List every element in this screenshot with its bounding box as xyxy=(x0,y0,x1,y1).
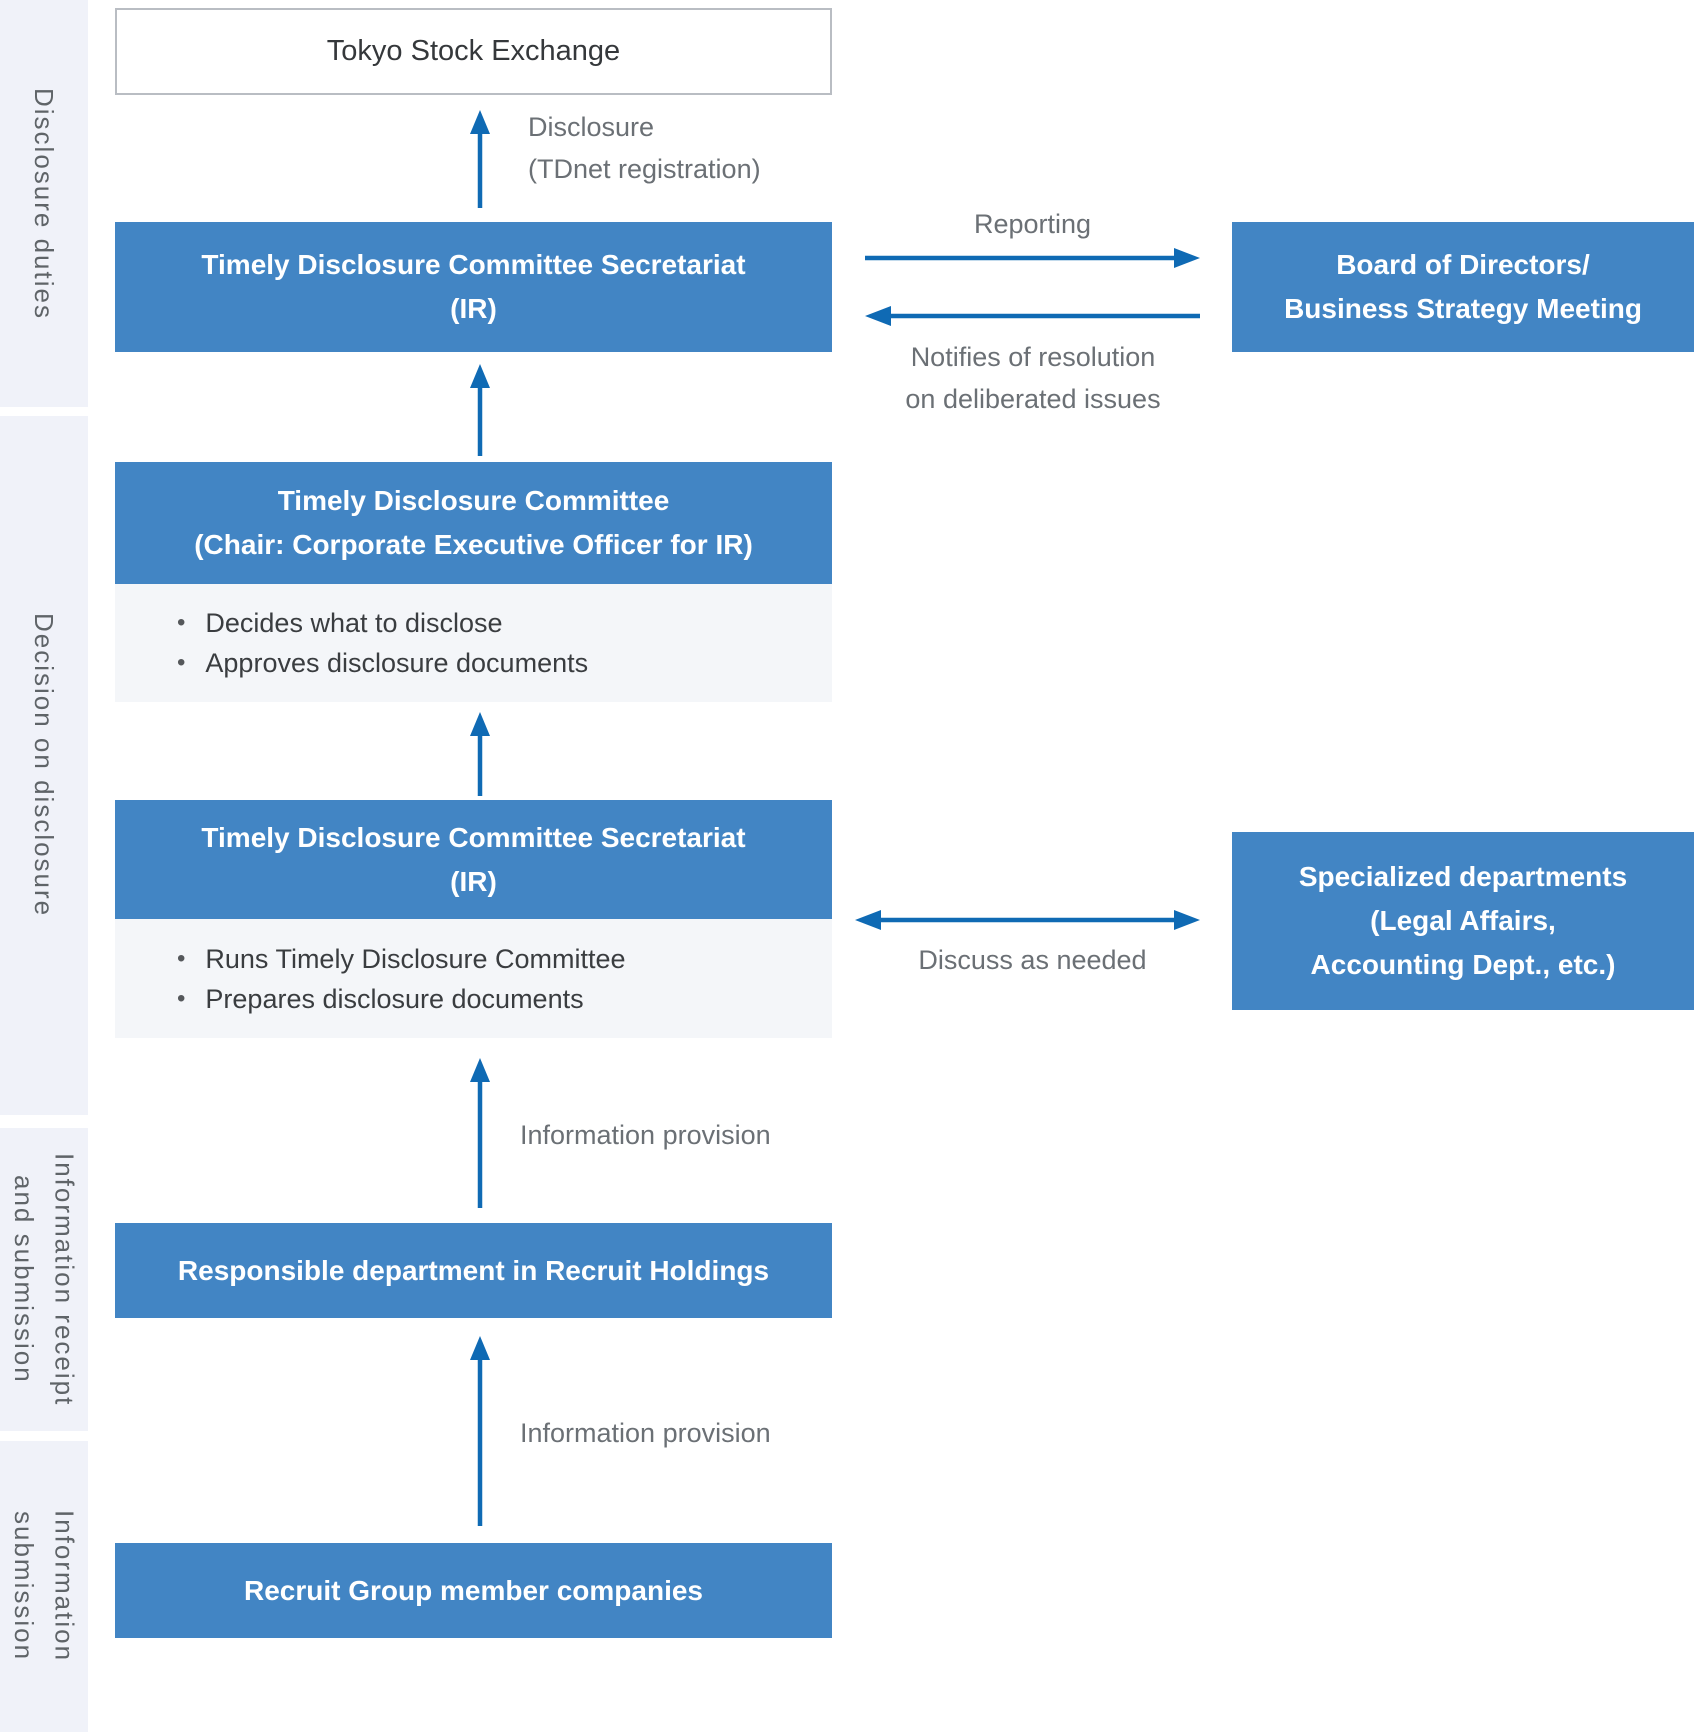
node-timely-disclosure-committee-label: Timely Disclosure Committee (Chair: Corp… xyxy=(194,485,753,560)
secretariat-notes: Runs Timely Disclosure Committee Prepare… xyxy=(115,919,832,1038)
label-notifies-resolution: Notifies of resolution on deliberated is… xyxy=(905,342,1161,414)
arrow-info-provision-upper xyxy=(468,1058,492,1208)
node-specialized-departments: Specialized departments (Legal Affairs, … xyxy=(1232,832,1694,1010)
committee-notes: Decides what to disclose Approves disclo… xyxy=(115,584,832,702)
sidebar-section-information-receipt-and-submission: Information receipt and submission xyxy=(0,1128,88,1431)
sidebar-section-decision-on-disclosure: Decision on disclosure xyxy=(0,416,88,1115)
sidebar-section-disclosure-duties: Disclosure duties xyxy=(0,0,88,407)
node-tokyo-stock-exchange: Tokyo Stock Exchange xyxy=(115,8,832,95)
arrow-notifies-left xyxy=(865,304,1200,328)
label-information-provision-lower: Information provision xyxy=(520,1418,771,1448)
sidebar-label-information-receipt-and-submission: Information receipt and submission xyxy=(9,1152,80,1407)
label-discuss-as-needed: Discuss as needed xyxy=(918,945,1147,975)
secretariat-note-item: Runs Timely Disclosure Committee xyxy=(177,939,832,979)
arrow-discuss-both-ways xyxy=(855,908,1200,932)
sidebar-label-decision-on-disclosure: Decision on disclosure xyxy=(29,613,60,918)
secretariat-note-item: Prepares disclosure documents xyxy=(177,979,832,1019)
arrow-reporting-right xyxy=(865,246,1200,270)
sidebar-section-information-submission: Information submission xyxy=(0,1441,88,1732)
committee-note-item: Decides what to disclose xyxy=(177,603,832,643)
label-information-provision-upper: Information provision xyxy=(520,1120,771,1150)
node-board-of-directors: Board of Directors/ Business Strategy Me… xyxy=(1232,222,1694,352)
node-member-companies-label: Recruit Group member companies xyxy=(243,1574,703,1606)
node-board-of-directors-label: Board of Directors/ Business Strategy Me… xyxy=(1284,249,1642,324)
label-reporting: Reporting xyxy=(973,209,1092,239)
arrow-secretariat-to-committee xyxy=(468,712,492,796)
node-secretariat-mid-label: Timely Disclosure Committee Secretariat … xyxy=(201,821,746,897)
node-secretariat-top: Timely Disclosure Committee Secretariat … xyxy=(115,222,832,352)
node-specialized-departments-label: Specialized departments (Legal Affairs, … xyxy=(1298,861,1628,980)
arrow-disclosure-up xyxy=(468,110,492,208)
node-timely-disclosure-committee: Timely Disclosure Committee (Chair: Corp… xyxy=(115,462,832,584)
label-disclosure-tdnet: Disclosure (TDnet registration) xyxy=(528,112,761,184)
node-member-companies: Recruit Group member companies xyxy=(115,1543,832,1638)
node-responsible-department: Responsible department in Recruit Holdin… xyxy=(115,1223,832,1318)
node-responsible-department-label: Responsible department in Recruit Holdin… xyxy=(177,1254,770,1286)
node-secretariat-mid: Timely Disclosure Committee Secretariat … xyxy=(115,800,832,919)
arrow-committee-to-secretariat xyxy=(468,364,492,456)
sidebar-label-information-submission: Information submission xyxy=(9,1510,80,1663)
node-tokyo-stock-exchange-label: Tokyo Stock Exchange xyxy=(326,35,621,67)
arrow-info-provision-lower xyxy=(468,1336,492,1526)
committee-note-item: Approves disclosure documents xyxy=(177,643,832,683)
sidebar-label-disclosure-duties: Disclosure duties xyxy=(29,87,60,320)
node-secretariat-top-label: Timely Disclosure Committee Secretariat … xyxy=(201,249,746,324)
